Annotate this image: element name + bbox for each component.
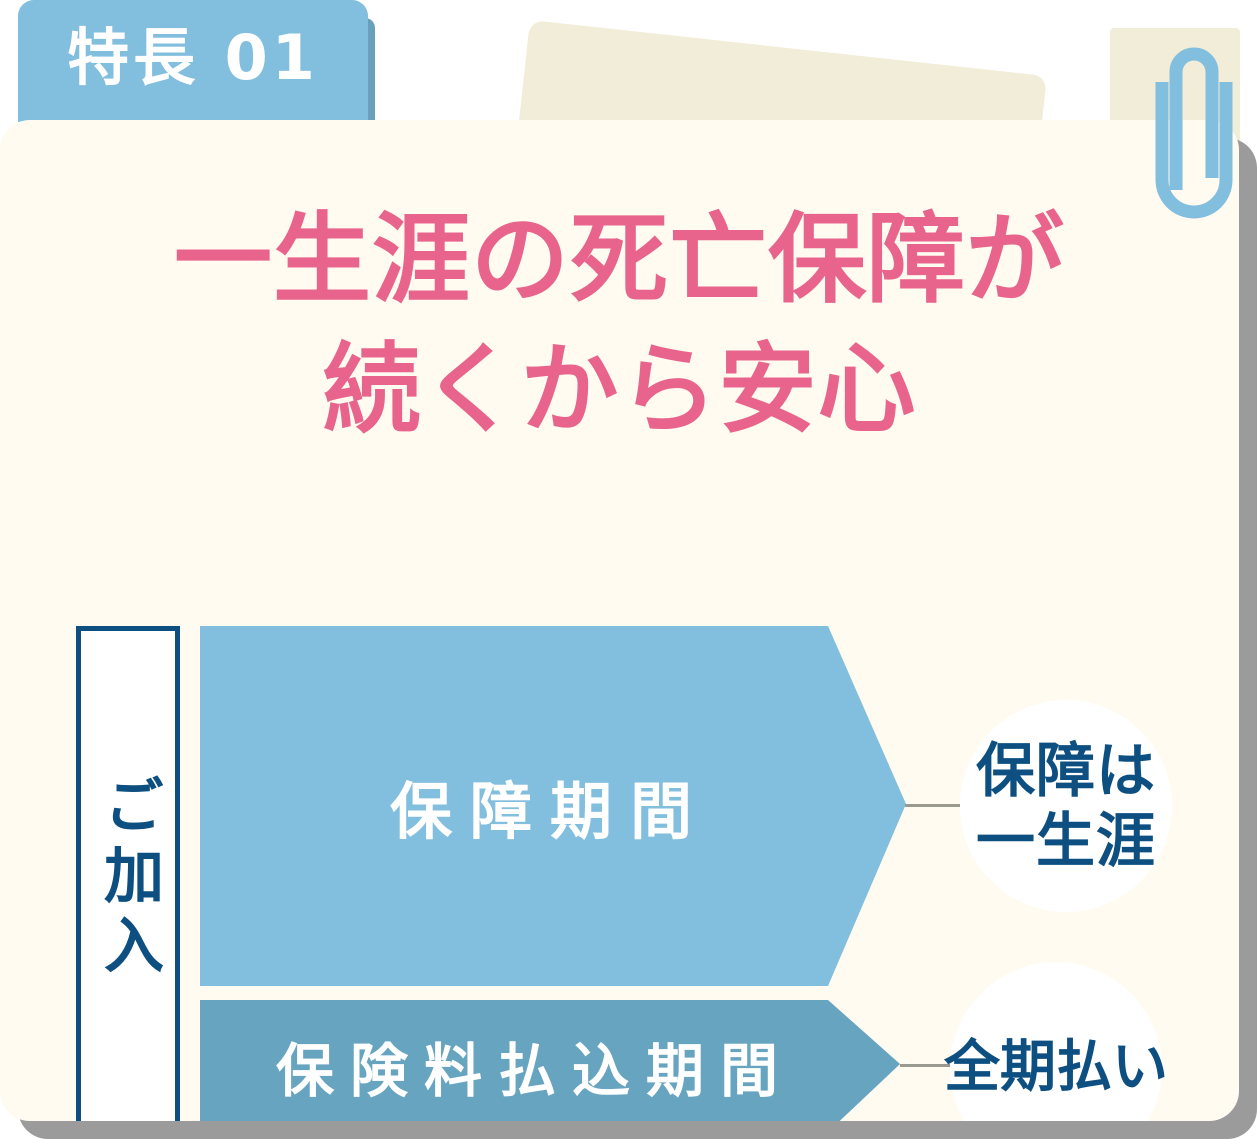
- coverage-period-bar: 保障期間: [200, 626, 906, 986]
- enrollment-label: ご加入: [93, 774, 164, 984]
- coverage-callout-line-2: 一生涯: [975, 806, 1156, 875]
- coverage-callout: 保障は 一生涯: [960, 700, 1172, 912]
- coverage-diagram: ご加入 保障期間 保険料払込期間 保障: [0, 500, 1239, 1121]
- premium-period-label: 保険料払込期間: [276, 1037, 795, 1105]
- feature-badge: 特長 01: [18, 0, 368, 122]
- premium-connector-line: [900, 1064, 972, 1067]
- page-title: 一生涯の死亡保障が 続くから安心: [0, 195, 1239, 456]
- coverage-connector-line: [905, 804, 985, 807]
- coverage-period-arrow-shape: [200, 626, 906, 986]
- coverage-period-label: 保障期間: [390, 775, 711, 848]
- premium-callout-line-1: 全期払い: [944, 1034, 1168, 1100]
- page-title-line-2: 続くから安心: [322, 333, 917, 448]
- feature-badge-label: 特長 01: [67, 21, 319, 94]
- coverage-callout-line-1: 保障は: [975, 736, 1156, 806]
- enrollment-label-box: ご加入: [76, 626, 180, 1121]
- premium-period-arrow-shape: [200, 1000, 900, 1121]
- paperclip-icon: [1155, 47, 1233, 219]
- premium-period-bar: 保険料払込期間: [200, 1000, 900, 1121]
- premium-callout: 全期払い: [944, 962, 1168, 1121]
- page-title-line-1: 一生涯の死亡保障が: [173, 203, 1065, 317]
- main-card: 一生涯の死亡保障が 続くから安心 ご加入 保障期間 保険料払込期間: [0, 120, 1239, 1121]
